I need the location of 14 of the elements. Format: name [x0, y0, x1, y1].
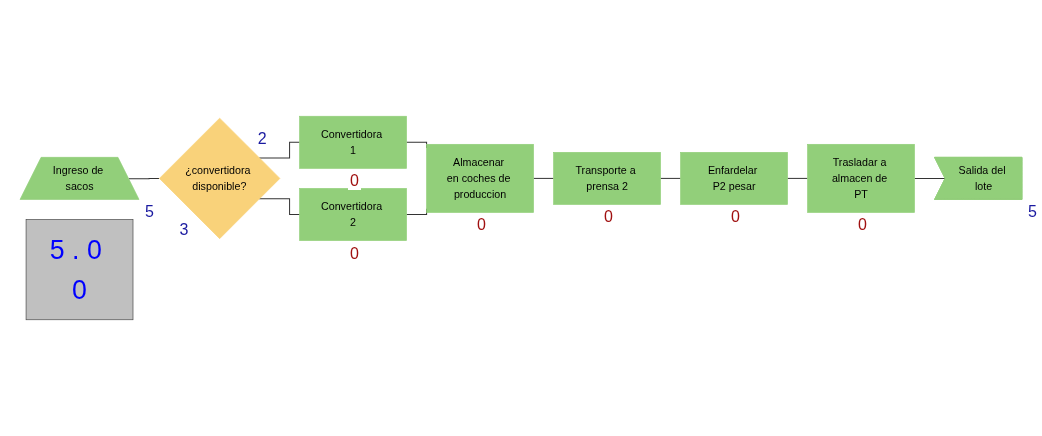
node-box: Almacenar en coches de produccion [426, 143, 534, 213]
connector [533, 177, 555, 179]
node-box: 5 . 0 0 [25, 219, 134, 321]
connector [660, 177, 682, 179]
node-box: Transporte a prensa 2 [553, 152, 661, 205]
node-box: Convertidora 2 [299, 188, 407, 241]
connector [128, 177, 160, 180]
count-label: 0 [348, 172, 361, 191]
connector [787, 177, 809, 179]
node-box: Convertidora 1 [299, 115, 407, 169]
node-box: Trasladar a almacen de PT [807, 143, 915, 213]
connector [258, 141, 301, 159]
node-box: Enfardelar P2 pesar [680, 152, 788, 205]
connector [914, 177, 946, 180]
